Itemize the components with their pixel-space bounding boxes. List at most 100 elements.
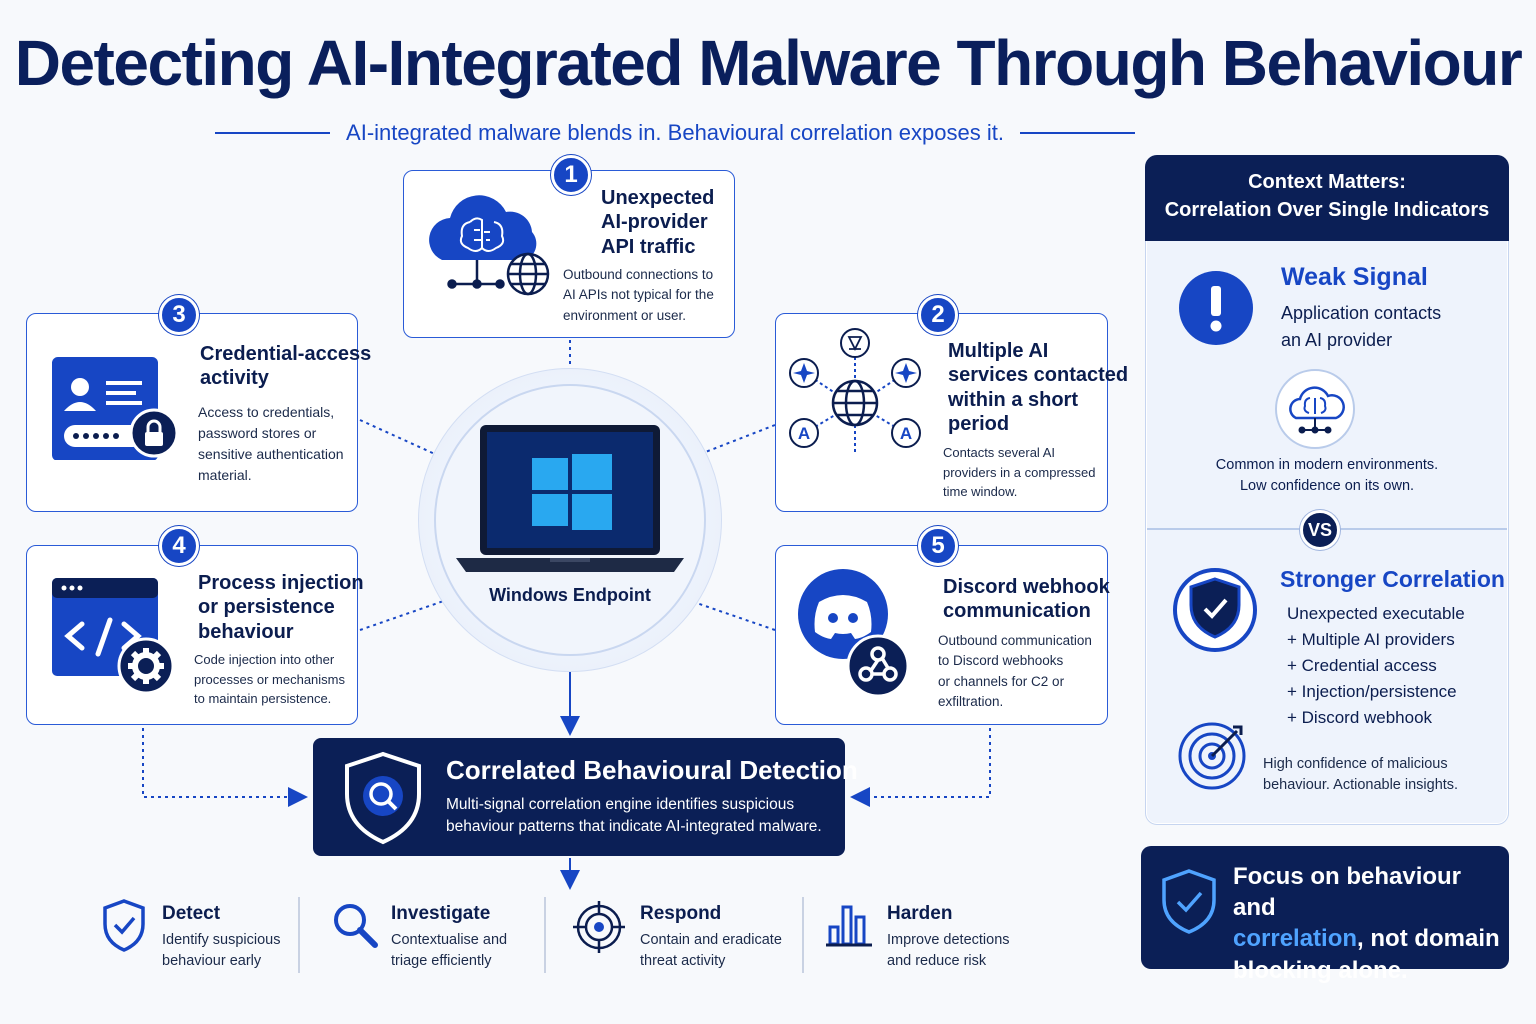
credential-card-icon bbox=[52, 356, 179, 460]
desc-line: Identify suspicious bbox=[162, 932, 281, 948]
focus-text: Focus on behaviour and correlation, not … bbox=[1233, 861, 1503, 986]
title-line: or persistence bbox=[198, 596, 335, 619]
title-line: Process injection bbox=[198, 572, 364, 594]
indicator-title-3: Credential-access activity bbox=[200, 342, 371, 391]
note-line: Low confidence on its own. bbox=[1239, 478, 1415, 495]
desc-line: processes or mechanisms bbox=[194, 671, 345, 687]
step-desc-respond: Contain and eradicate threat activity bbox=[640, 930, 782, 971]
endpoint-label: Windows Endpoint bbox=[489, 585, 651, 605]
header-line: Context Matters: bbox=[1248, 171, 1406, 193]
desc-line: behaviour early bbox=[162, 952, 262, 969]
indicator-card-2 bbox=[775, 313, 1108, 512]
page-title: Detecting AI-Integrated Malware Through … bbox=[14, 27, 1523, 99]
desc-line: or channels for C2 or bbox=[938, 673, 1065, 689]
indicator-title-1: Unexpected AI-provider API traffic bbox=[601, 186, 714, 259]
indicator-desc-3: Access to credentials, password stores o… bbox=[198, 402, 344, 486]
desc-line: AI APIs not typical for the bbox=[563, 287, 714, 303]
desc-line: Contacts several AI bbox=[943, 445, 1055, 460]
title-line: AI-provider bbox=[601, 211, 708, 234]
header-line: Correlation Over Single Indicators bbox=[1164, 199, 1490, 221]
strong-correlation-title: Stronger Correlation bbox=[1280, 566, 1505, 592]
desc-line: Outbound communication bbox=[938, 633, 1092, 648]
desc-line: exfiltration. bbox=[938, 693, 1004, 709]
note-line: behaviour. Actionable insights. bbox=[1263, 777, 1459, 794]
code-window-gear-icon bbox=[52, 578, 175, 694]
indicator-desc-5: Outbound communication to Discord webhoo… bbox=[938, 631, 1092, 712]
bar-chart-icon bbox=[826, 905, 872, 947]
indicator-badge-4: 4 bbox=[159, 526, 199, 566]
step-desc-detect: Identify suspicious behaviour early bbox=[162, 930, 280, 971]
shield-check-icon bbox=[1162, 869, 1216, 934]
title-line: behaviour bbox=[198, 620, 294, 643]
shield-check-icon bbox=[103, 899, 145, 952]
svg-text:A: A bbox=[798, 424, 810, 443]
title-line: period bbox=[948, 413, 1010, 436]
detection-desc: Multi-signal correlation engine identifi… bbox=[446, 794, 836, 839]
ai-services-network-icon: A A bbox=[789, 328, 921, 453]
indicator-title-4: Process injection or persistence behavio… bbox=[198, 571, 364, 644]
desc-line: Improve detections bbox=[887, 932, 1010, 948]
weak-signal-title: Weak Signal bbox=[1281, 263, 1428, 291]
desc-line: password stores or bbox=[198, 425, 317, 441]
strong-correlation-note: High confidence of malicious behaviour. … bbox=[1263, 754, 1458, 796]
subtitle: AI-integrated malware blends in. Behavio… bbox=[346, 120, 1004, 145]
indicator-badge-2: 2 bbox=[918, 295, 958, 335]
desc-line: behaviour patterns that indicate AI-inte… bbox=[446, 818, 822, 836]
note-line: Common in modern environments. bbox=[1215, 457, 1439, 473]
title-line: services contacted bbox=[948, 364, 1129, 387]
desc-line: providers in a compressed bbox=[943, 464, 1096, 480]
step-desc-investigate: Contextualise and triage efficiently bbox=[391, 930, 507, 971]
step-title-respond: Respond bbox=[640, 903, 722, 924]
desc-line: Contextualise and bbox=[391, 932, 508, 948]
desc-line: an AI provider bbox=[1281, 330, 1393, 350]
desc-line: Code injection into other bbox=[194, 652, 335, 667]
focus-line: Focus on behaviour and bbox=[1233, 863, 1462, 922]
focus-post: , not domain bbox=[1357, 925, 1500, 953]
step-title-detect: Detect bbox=[162, 903, 221, 924]
title-line: API traffic bbox=[601, 235, 696, 258]
strong-correlation-list: Unexpected executable + Multiple AI prov… bbox=[1287, 601, 1465, 731]
title-line: Unexpected bbox=[601, 187, 715, 209]
focus-line: blocking alone. bbox=[1233, 956, 1408, 984]
focus-line: correlation, not domain bbox=[1233, 923, 1503, 954]
detection-title: Correlated Behavioural Detection bbox=[446, 755, 858, 785]
shield-check-icon bbox=[1173, 568, 1257, 652]
step-title-investigate: Investigate bbox=[391, 903, 491, 924]
weak-signal-desc: Application contacts an AI provider bbox=[1281, 300, 1441, 354]
desc-line: Access to credentials, bbox=[198, 404, 335, 420]
indicator-desc-4: Code injection into other processes or m… bbox=[194, 650, 345, 709]
desc-line: Outbound connections to bbox=[563, 267, 714, 282]
desc-line: time window. bbox=[943, 484, 1018, 499]
list-item: Unexpected executable bbox=[1287, 604, 1465, 623]
target-icon bbox=[1178, 722, 1246, 790]
desc-line: to Discord webhooks bbox=[938, 653, 1064, 669]
context-header: Context Matters: Correlation Over Single… bbox=[1145, 155, 1509, 241]
connector-5 bbox=[681, 597, 776, 631]
subtitle-row: AI-integrated malware blends in. Behavio… bbox=[215, 118, 1135, 148]
list-item: + Credential access bbox=[1287, 656, 1437, 675]
indicator-desc-2: Contacts several AI providers in a compr… bbox=[943, 443, 1095, 502]
subtitle-rule-right bbox=[1019, 132, 1135, 134]
focus-accent: correlation bbox=[1233, 925, 1358, 953]
desc-line: to maintain persistence. bbox=[194, 691, 332, 706]
weak-signal-note: Common in modern environments. Low confi… bbox=[1147, 455, 1507, 497]
list-item: + Injection/persistence bbox=[1287, 682, 1457, 701]
indicator-desc-1: Outbound connections to AI APIs not typi… bbox=[563, 265, 714, 326]
indicator-badge-1: 1 bbox=[551, 155, 591, 195]
title-line: communication bbox=[943, 600, 1091, 623]
connector-right-down bbox=[850, 728, 991, 807]
connector-3 bbox=[359, 419, 449, 461]
step-title-harden: Harden bbox=[887, 903, 953, 924]
subtitle-rule-left bbox=[215, 132, 331, 134]
indicator-badge-3: 3 bbox=[159, 295, 199, 335]
desc-line: threat activity bbox=[640, 952, 726, 969]
desc-line: triage efficiently bbox=[391, 952, 492, 969]
desc-line: Contain and eradicate bbox=[640, 932, 782, 948]
connector-2 bbox=[689, 424, 776, 459]
indicator-title-2: Multiple AI services contacted within a … bbox=[948, 339, 1128, 437]
title-line: within a short bbox=[948, 388, 1078, 411]
desc-line: material. bbox=[198, 467, 252, 483]
svg-text:A: A bbox=[900, 424, 912, 443]
note-line: High confidence of malicious bbox=[1263, 756, 1448, 772]
desc-line: and reduce risk bbox=[887, 952, 987, 969]
